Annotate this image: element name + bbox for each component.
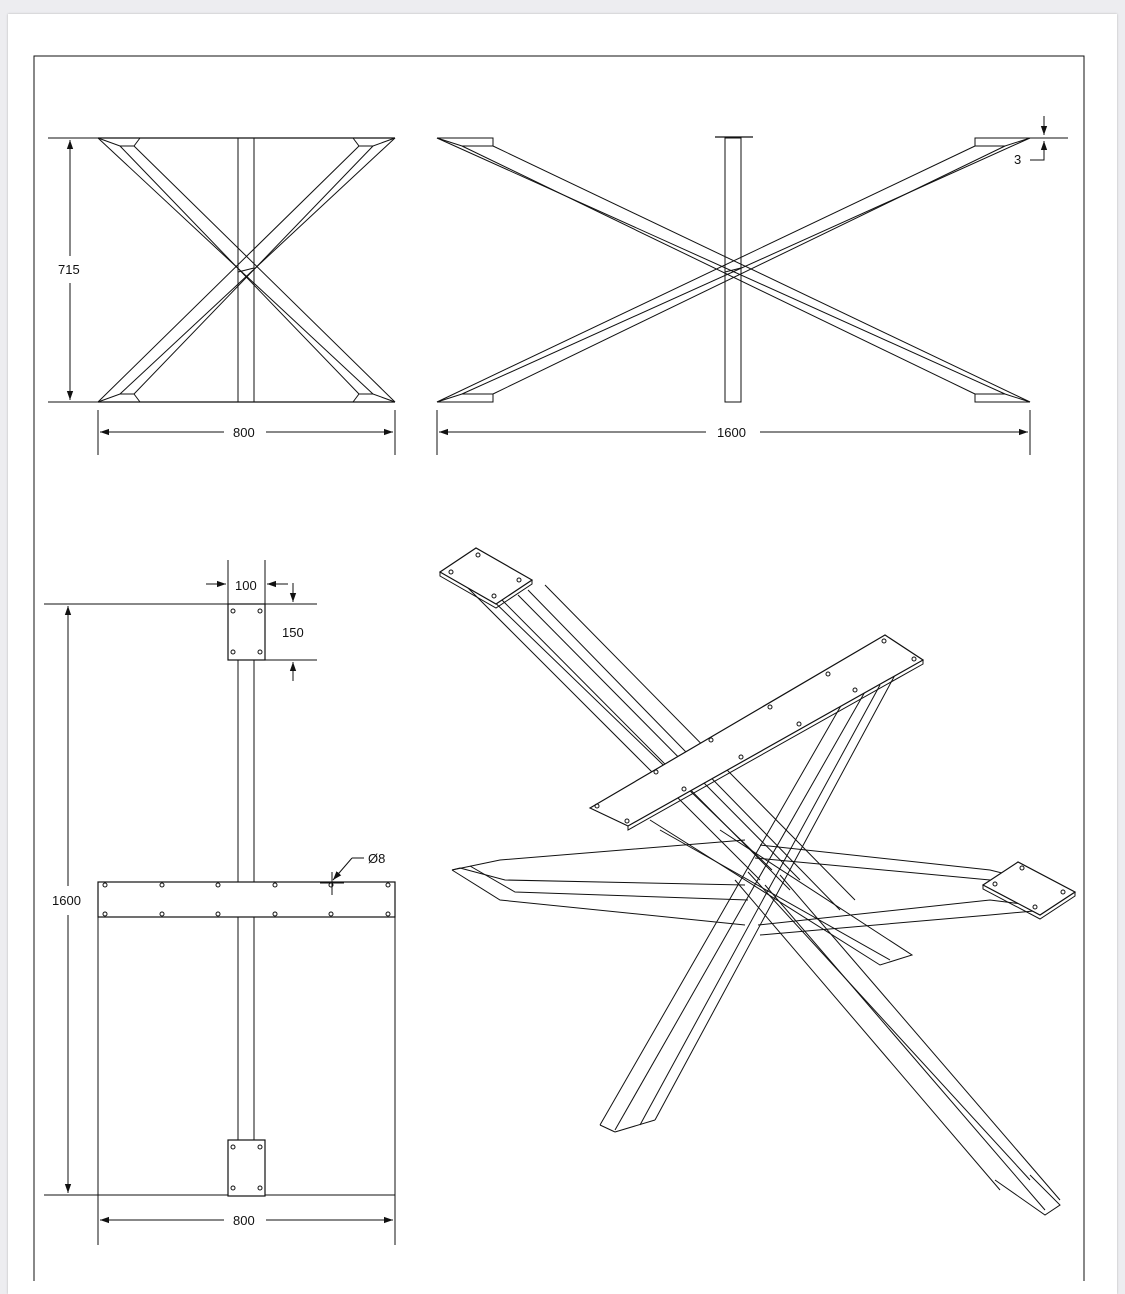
front-view (97, 137, 396, 403)
isometric-view (438, 547, 1077, 1216)
iso-plate-right (981, 861, 1077, 916)
crossbar-plate (97, 881, 396, 918)
width-dimension-800-top: 800 (233, 1213, 255, 1228)
front-view-dimensions: 715 800 (48, 137, 396, 455)
width-dimension-800-front: 800 (233, 425, 255, 440)
hole-diameter-dimension-8: Ø8 (368, 851, 385, 866)
drawing-border (33, 55, 1085, 1281)
iso-long-plate (588, 634, 925, 827)
width-dimension-1600-side: 1600 (717, 425, 746, 440)
plate-length-dimension-150: 150 (282, 625, 304, 640)
height-dimension-715: 715 (58, 262, 80, 277)
side-view-dimensions: 1600 3 (436, 116, 1068, 455)
plate-width-dimension-100: 100 (235, 578, 257, 593)
plate-thickness-dimension-3: 3 (1014, 152, 1021, 167)
side-view (436, 136, 1031, 403)
length-dimension-1600-top: 1600 (52, 893, 81, 908)
drawing-sheet (8, 14, 1117, 1294)
top-view-dimensions: 100 150 1600 800 Ø8 (44, 560, 396, 1245)
top-view (44, 603, 396, 1197)
